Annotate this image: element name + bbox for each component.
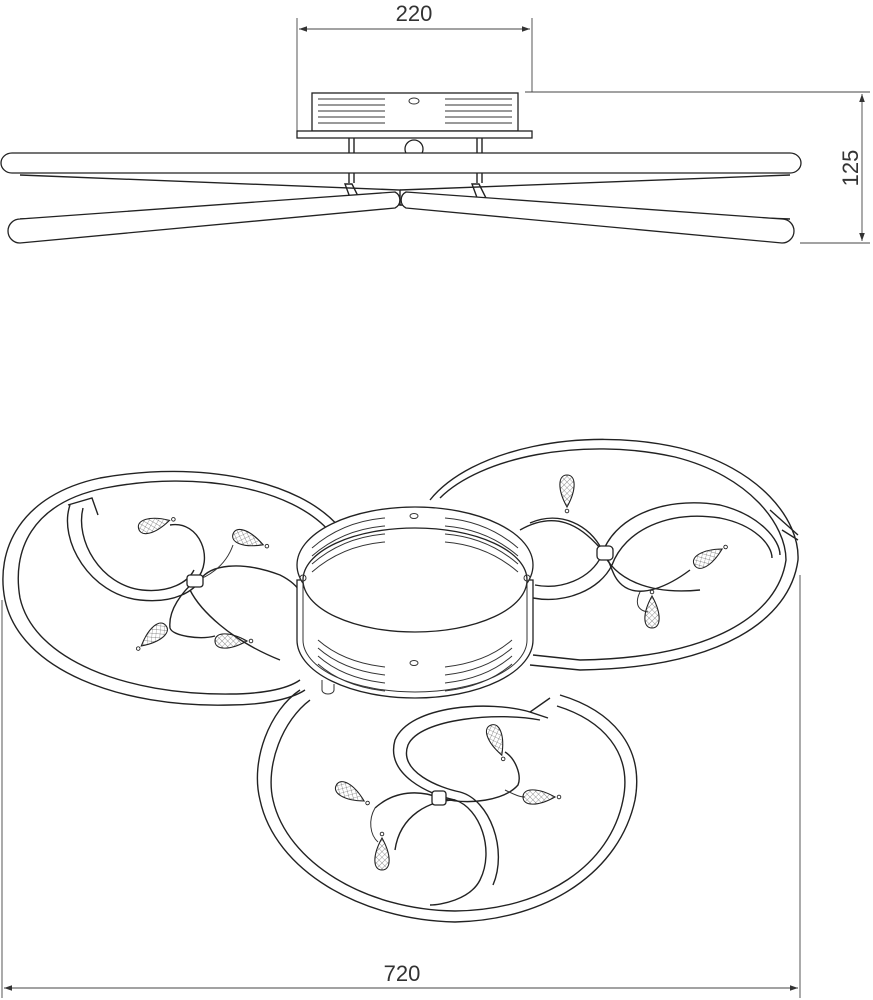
crystal-cluster-left [131,511,272,656]
side-view: 220 125 [0,1,870,244]
crystal-drop-10 [522,789,562,805]
crystal-drop-2 [230,526,272,555]
dimension-height-125: 125 [525,91,870,244]
drum-vents-top [311,517,519,573]
dimension-label-125: 125 [838,150,863,187]
crystal-drop-3 [131,619,171,656]
crystal-cluster-right [519,474,732,629]
top-view [2,438,799,923]
crystal-drop-5 [559,474,575,514]
ring-bottom [256,689,638,923]
dimension-label-220: 220 [396,1,433,26]
dimension-label-720: 720 [384,961,421,986]
dimension-total-720: 720 [1,575,801,998]
side-arms [0,152,802,244]
central-drum [296,506,534,699]
crystal-drop-6 [690,539,732,572]
crystal-drop-1 [136,511,178,537]
ceiling-base [296,92,533,205]
crystal-drop-11 [374,831,390,871]
crystal-drop-4 [214,633,254,649]
ring-left [2,470,341,706]
crystal-drop-7 [644,589,660,629]
crystal-drop-8 [332,778,374,811]
drum-vents-bottom [317,639,513,692]
dimension-width-220: 220 [296,1,533,132]
crystal-drop-9 [483,722,512,764]
crystal-cluster-bottom [332,722,562,871]
